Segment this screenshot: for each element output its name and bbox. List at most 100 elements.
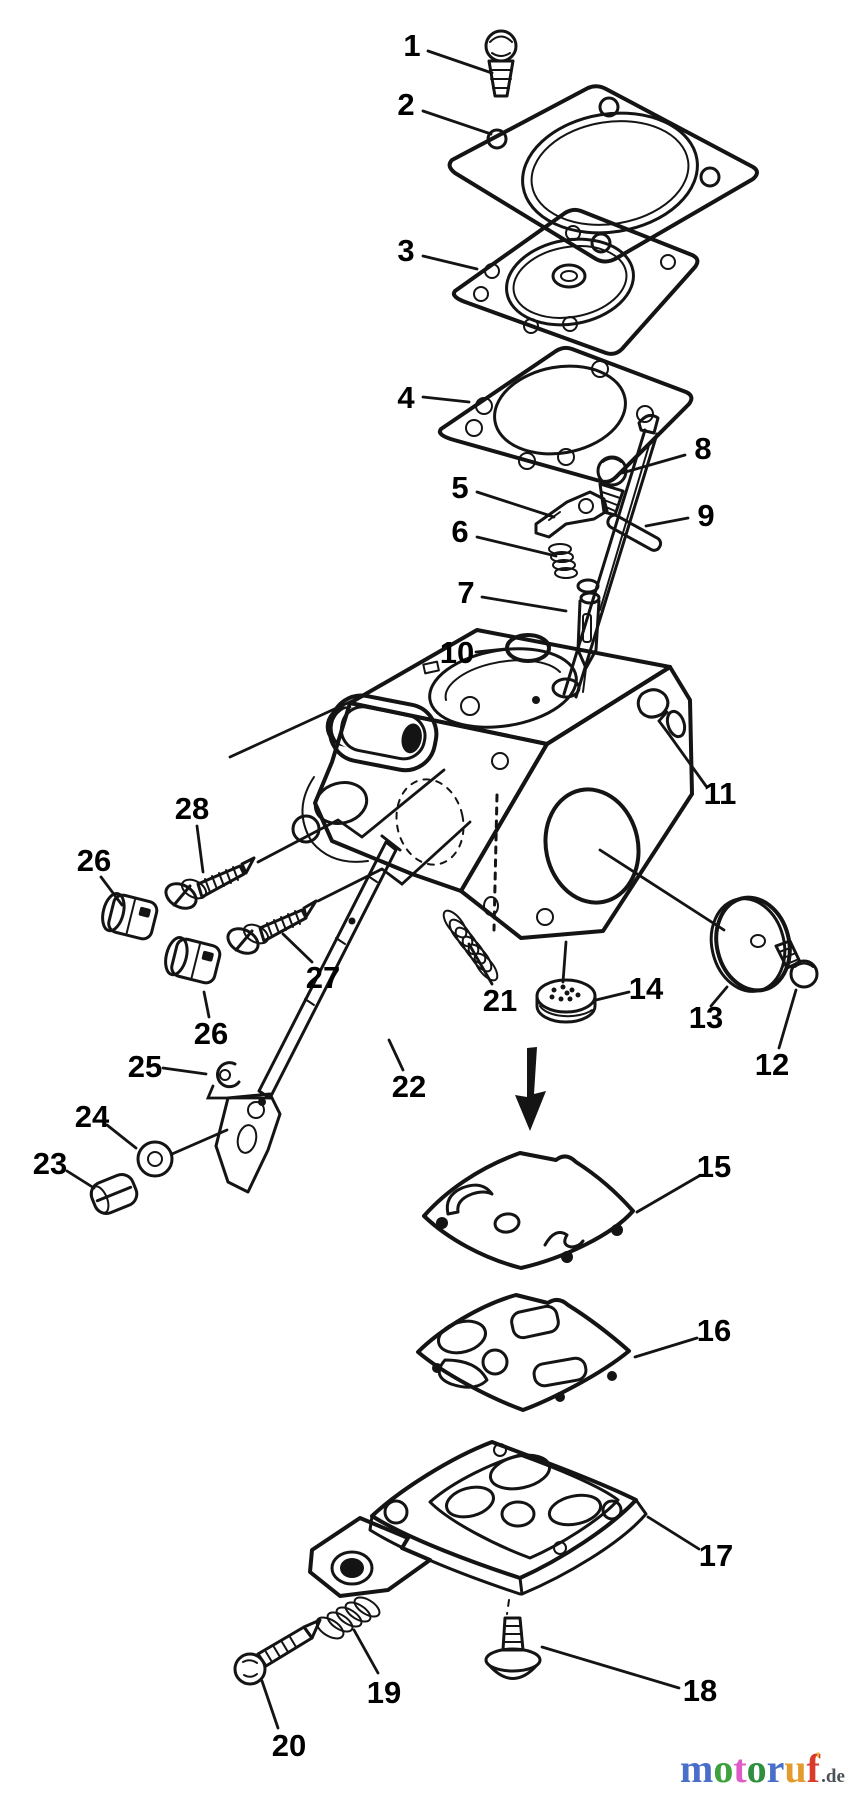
part-number-12-11: 12 [755, 1047, 789, 1082]
cover-disc-13 [709, 895, 792, 993]
leader-line-24-23 [105, 1123, 138, 1150]
part-number-19-18: 19 [367, 1675, 401, 1710]
pump-gasket-4 [437, 345, 694, 484]
leader-line-12-11 [777, 988, 798, 1050]
metering-diaphragm-15 [422, 1151, 635, 1270]
carburetor-body [291, 628, 694, 940]
leader-line-2-1 [421, 109, 493, 136]
leader-line-28-28 [195, 824, 205, 874]
inlet-needle-7 [576, 578, 601, 693]
part-number-2-1: 2 [397, 87, 414, 122]
inlet-screen-14 [535, 978, 597, 1024]
leader-line-23-22 [65, 1169, 96, 1190]
leader-line-18-17 [540, 1645, 681, 1690]
metering-gasket-16 [416, 1293, 631, 1412]
part-number-18-17: 18 [683, 1673, 717, 1708]
leader-line-25-24 [161, 1066, 208, 1076]
throttle-shaft-22 [214, 834, 402, 1194]
part-number-10-9: 10 [440, 635, 474, 670]
upper-zigzag-line [228, 699, 354, 759]
leader-line-7-6 [480, 595, 568, 613]
leader-line-13-12 [709, 985, 729, 1008]
washer-to-lever-line [170, 1128, 229, 1156]
screw-27-to-body [316, 820, 472, 903]
part-number-27-27: 27 [306, 960, 340, 995]
part-number-26-26: 26 [194, 1016, 228, 1051]
leader-line-14-13 [594, 990, 631, 1002]
limiter-cap-26b [164, 936, 222, 985]
assembly-lines [170, 699, 726, 1156]
logo-domain-suffix: .de [821, 1766, 845, 1787]
leader-line-8-7 [620, 453, 687, 475]
logo-tick: ' [815, 1747, 822, 1772]
leader-line-26-26 [202, 990, 211, 1019]
body-to-strainer-line [561, 940, 568, 984]
logo-letter-f: f [806, 1746, 820, 1791]
part-number-22-21: 22 [392, 1069, 426, 1104]
part-number-3-2: 3 [397, 233, 414, 268]
part-number-13-12: 13 [689, 1000, 723, 1035]
part-number-21-20: 21 [483, 983, 517, 1018]
part-number-17-16: 17 [699, 1538, 733, 1573]
washer-24 [136, 1140, 174, 1178]
mixture-screw-28 [164, 856, 256, 910]
part-number-5-4: 5 [451, 470, 468, 505]
logo-letter-o: o [746, 1746, 767, 1791]
part-number-14-13: 14 [629, 971, 664, 1006]
part-number-7-6: 7 [457, 575, 474, 610]
leader-line-6-5 [475, 535, 558, 558]
part-number-23-22: 23 [33, 1146, 67, 1181]
leader-line-5-4 [475, 490, 556, 519]
screw-28-to-body [256, 768, 446, 864]
metering-spring-6 [548, 543, 578, 579]
part-number-15-14: 15 [697, 1149, 731, 1184]
part-number-11-10: 11 [704, 776, 737, 811]
leader-line-22-21 [387, 1038, 405, 1072]
leader-line-9-8 [644, 516, 690, 528]
leader-line-11-10 [666, 731, 708, 788]
leader-line-20-19 [260, 1679, 280, 1730]
leader-line-16-15 [633, 1336, 699, 1359]
part-number-4-3: 4 [397, 380, 415, 415]
spring-19 [315, 1596, 381, 1640]
part-number-26-25: 26 [77, 843, 111, 878]
down-arrow [515, 1047, 546, 1131]
pump-cover-2 [447, 84, 759, 264]
logo-letter-r: r [766, 1746, 785, 1791]
part-number-9-8: 9 [697, 498, 714, 533]
motoruf-logo-letters: motoruf [680, 1746, 820, 1791]
clip-to-lever-line [205, 1084, 274, 1100]
leader-line-17-16 [646, 1515, 701, 1551]
pump-body-17 [308, 1440, 648, 1598]
leader-line-1-0 [426, 49, 494, 75]
part-number-24-23: 24 [75, 1099, 110, 1134]
callout-labels: 1234567891011121314151617181920212223242… [33, 28, 798, 1763]
logo-letter-m: m [680, 1746, 714, 1791]
leader-line-27-27 [281, 932, 314, 964]
part-number-8-7: 8 [694, 431, 711, 466]
venturi-to-disc-line [598, 848, 726, 932]
cover-screw-18 [484, 1599, 542, 1680]
mixture-screw-27 [226, 899, 318, 955]
part-number-20-19: 20 [272, 1728, 306, 1763]
motoruf-watermark: motoruf'.de [680, 1749, 845, 1789]
lever-pin-9 [606, 513, 663, 552]
nut-23 [89, 1173, 139, 1215]
cover-screw-1 [484, 29, 518, 98]
part-number-16-15: 16 [697, 1313, 731, 1348]
clip-25 [216, 1061, 241, 1089]
logo-letter-o: o [713, 1746, 734, 1791]
leader-line-4-3 [421, 395, 471, 404]
logo-letter-t: t [733, 1746, 747, 1791]
limiter-cap-26a [101, 892, 159, 941]
logo-letter-u: u [784, 1746, 807, 1791]
leader-line-15-14 [635, 1174, 701, 1214]
callout-11-hook [657, 710, 670, 735]
part-number-1-0: 1 [403, 28, 420, 63]
part-number-6-5: 6 [451, 514, 468, 549]
leader-line-19-18 [352, 1628, 380, 1675]
leader-line-3-2 [421, 254, 479, 271]
leader-line-10-9 [474, 647, 507, 654]
